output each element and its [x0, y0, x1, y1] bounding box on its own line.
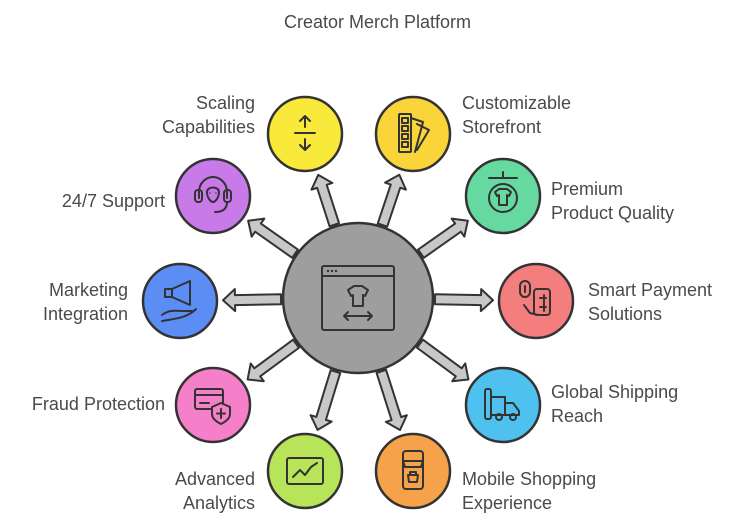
arrow-shipping	[415, 338, 470, 383]
feature-node-shipping	[464, 366, 542, 444]
feature-node-mobile	[374, 432, 452, 510]
card-shield-icon	[194, 388, 231, 426]
arrows-group	[221, 173, 495, 432]
swatch-fan-icon	[398, 113, 430, 153]
arrow-marketing	[221, 288, 283, 313]
hub-node	[281, 221, 435, 375]
arrow-quality	[417, 217, 469, 259]
tshirt-hanger-icon	[488, 171, 518, 213]
feature-label-payment: Smart Payment Solutions	[588, 280, 713, 324]
feature-circle-payment	[497, 262, 575, 340]
mobile-shop-icon	[402, 450, 424, 490]
feature-node-analytics	[266, 432, 344, 510]
hub-circle	[281, 221, 435, 375]
feature-circle-fraud	[174, 366, 252, 444]
headset-icon	[194, 176, 232, 213]
feature-label-quality: Premium Product Quality	[551, 179, 675, 223]
arrow-support	[247, 217, 299, 259]
arrow-fraud	[246, 338, 301, 383]
arrow-analytics	[309, 369, 342, 431]
feature-node-storefront	[374, 95, 452, 173]
delivery-truck-icon	[484, 388, 520, 421]
feature-circle-shipping	[464, 366, 542, 444]
feature-label-support: 24/7 Support	[61, 191, 165, 211]
feature-node-support	[174, 157, 252, 235]
feature-circle-support	[174, 157, 252, 235]
diagram-title: Creator Merch Platform	[283, 12, 472, 32]
fingerprint-phone-icon	[519, 280, 551, 316]
feature-label-fraud: Fraud Protection	[31, 394, 165, 414]
feature-label-analytics: Advanced Analytics	[174, 469, 255, 513]
feature-node-payment	[497, 262, 575, 340]
feature-node-quality	[464, 157, 542, 235]
arrow-scaling	[310, 173, 341, 228]
feature-node-marketing	[141, 262, 219, 340]
arrow-mobile	[375, 368, 408, 432]
vertical-arrows-icon	[294, 115, 316, 151]
arrow-payment	[433, 288, 495, 313]
line-chart-icon	[286, 457, 324, 485]
feature-label-storefront: Customizable Storefront	[462, 93, 572, 137]
arrow-storefront	[376, 173, 407, 228]
feature-circle-storefront	[374, 95, 452, 173]
feature-node-scaling	[266, 95, 344, 173]
feature-circle-analytics	[266, 432, 344, 510]
megaphone-hand-icon	[161, 280, 197, 322]
web-storefront-tshirt-icon	[321, 265, 395, 331]
feature-label-marketing: Marketing Integration	[42, 280, 128, 324]
feature-circle-quality	[464, 157, 542, 235]
feature-node-fraud	[174, 366, 252, 444]
feature-label-mobile: Mobile Shopping Experience	[462, 469, 597, 513]
feature-label-scaling: Scaling Capabilities	[161, 93, 255, 137]
feature-nodes	[141, 95, 575, 510]
feature-label-shipping: Global Shipping Reach	[551, 382, 679, 426]
